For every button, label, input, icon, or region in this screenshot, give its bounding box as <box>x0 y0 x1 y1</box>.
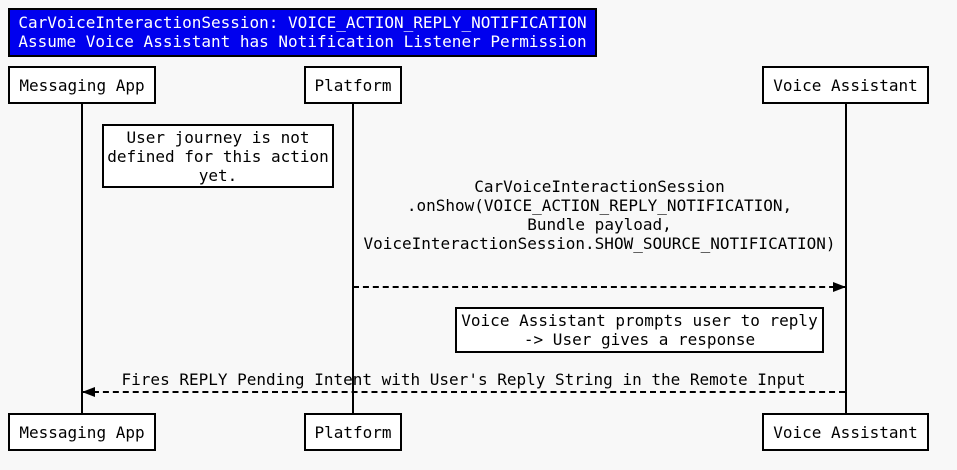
lifeline-platform <box>352 104 354 413</box>
lifeline-messaging-app <box>81 104 83 413</box>
actor-platform-top: Platform <box>304 66 402 104</box>
note-user-journey: User journey is not defined for this act… <box>102 124 334 188</box>
message-onshow-label: CarVoiceInteractionSession .onShow(VOICE… <box>353 177 846 253</box>
note-line: Voice Assistant prompts user to reply <box>461 311 818 330</box>
actor-messaging-app-top: Messaging App <box>8 66 156 104</box>
message-arrow-onshow <box>353 282 846 292</box>
message-line: Bundle payload, <box>527 215 672 234</box>
arrowhead-right-icon <box>833 282 846 292</box>
actor-label: Messaging App <box>19 422 145 442</box>
title-line-1: CarVoiceInteractionSession: VOICE_ACTION… <box>18 13 587 32</box>
actor-label: Platform <box>314 422 392 442</box>
message-line: .onShow(VOICE_ACTION_REPLY_NOTIFICATION, <box>406 196 793 215</box>
diagram-title-banner: CarVoiceInteractionSession: VOICE_ACTION… <box>8 8 597 57</box>
message-fires-reply-label: Fires REPLY Pending Intent with User's R… <box>82 370 845 389</box>
arrowhead-left-icon <box>82 387 95 397</box>
message-line: CarVoiceInteractionSession <box>474 177 725 196</box>
message-line: Fires REPLY Pending Intent with User's R… <box>121 370 806 389</box>
message-line: VoiceInteractionSession.SHOW_SOURCE_NOTI… <box>363 234 836 253</box>
actor-label: Voice Assistant <box>773 422 918 442</box>
actor-messaging-app-bottom: Messaging App <box>8 413 156 451</box>
actor-label: Platform <box>314 75 392 95</box>
note-line: defined for this action <box>107 147 329 166</box>
actor-voice-assistant-top: Voice Assistant <box>762 66 929 104</box>
lifeline-voice-assistant <box>845 104 847 413</box>
note-line: -> User gives a response <box>523 330 756 349</box>
note-prompt-reply: Voice Assistant prompts user to reply ->… <box>455 307 824 353</box>
actor-label: Messaging App <box>19 75 145 95</box>
actor-label: Voice Assistant <box>773 75 918 95</box>
title-line-2: Assume Voice Assistant has Notification … <box>18 32 587 51</box>
actor-voice-assistant-bottom: Voice Assistant <box>762 413 929 451</box>
message-arrow-fires-reply <box>82 387 845 397</box>
note-line: User journey is not <box>126 128 310 147</box>
note-line: yet. <box>198 166 238 185</box>
actor-platform-bottom: Platform <box>304 413 402 451</box>
